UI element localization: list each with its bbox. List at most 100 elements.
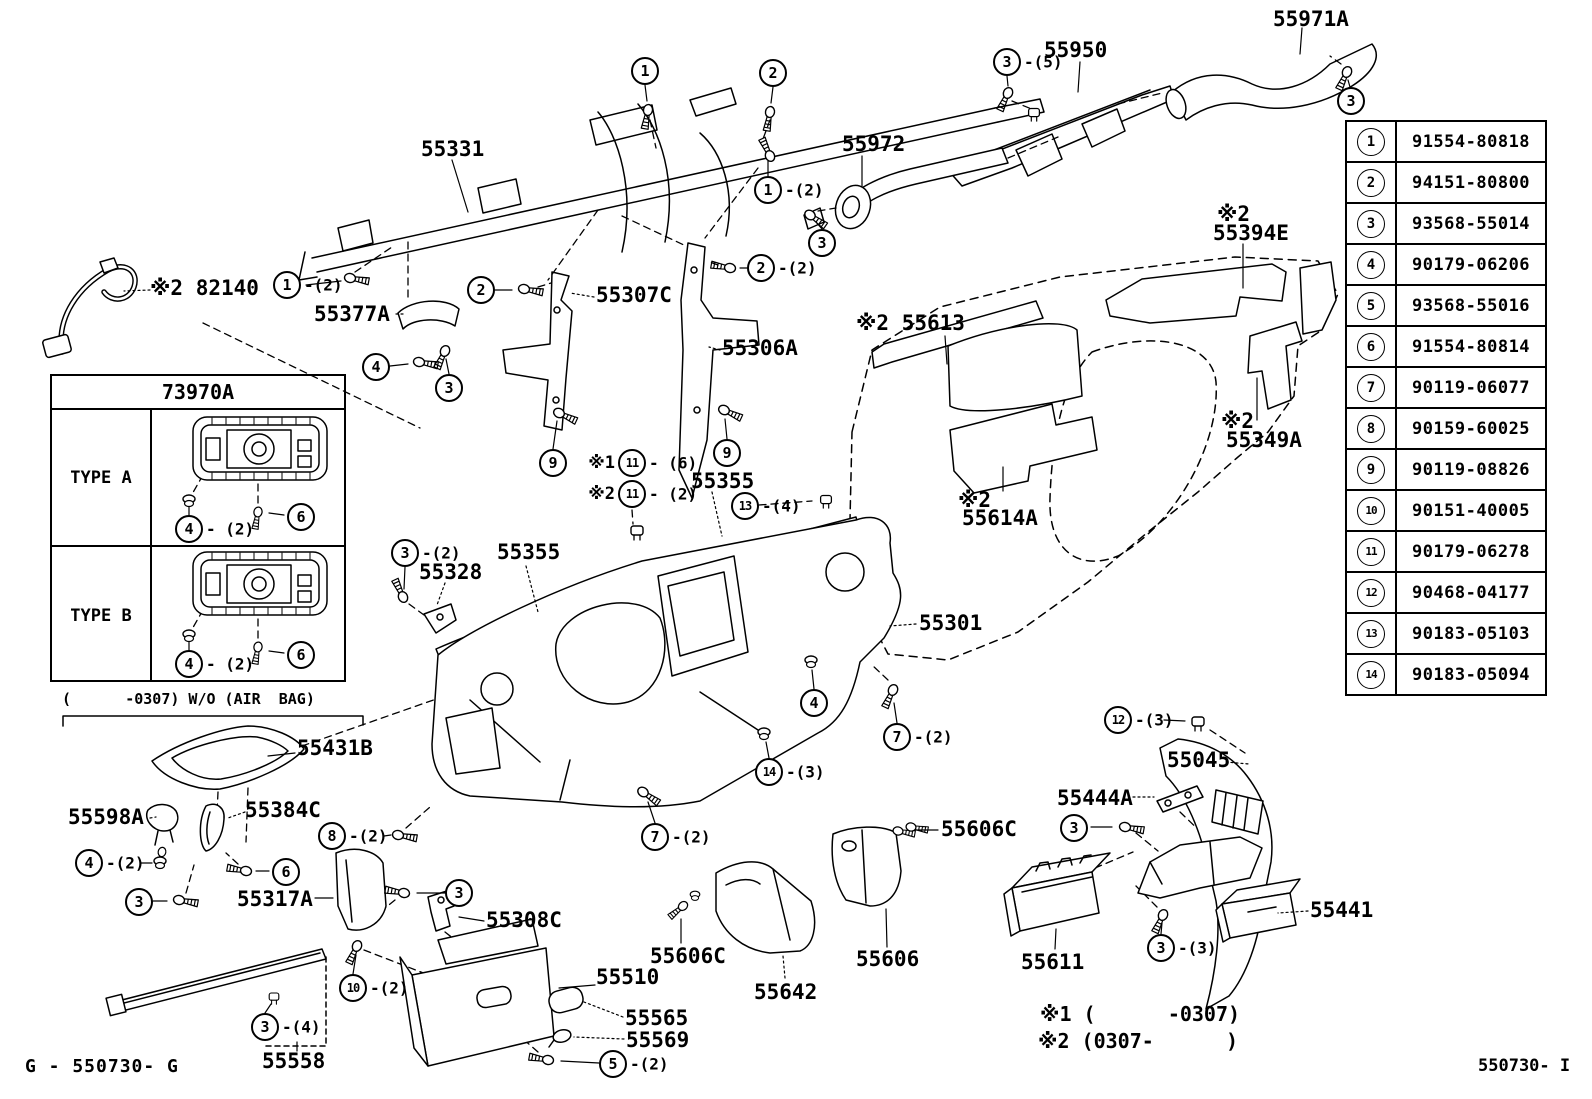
table-row: 6 91554-80814 [1345,325,1547,368]
fastener-callout: 4- (2) [175,515,254,543]
fastener-callout: 6 [287,641,315,669]
table-cell-number: 3 [1345,202,1397,245]
callout-prefix: ※1 [588,453,615,473]
table-cell-part-number: 90119-06077 [1395,366,1547,409]
callout-quantity: -(2) [630,1054,669,1074]
table-cell-part-number: 90151-40005 [1395,489,1547,532]
table-cell-number: 10 [1345,489,1397,532]
note-period-2: ※2 (0307- ) [1038,1029,1239,1053]
table-cell-part-number: 90183-05094 [1395,653,1547,696]
callout-circle: 5 [599,1050,627,1078]
table-cell-part-number: 91554-80818 [1395,120,1547,163]
table-circle-number: 8 [1357,414,1385,443]
fastener-callout: 7-(2) [641,823,711,851]
part-label: 55441 [1310,898,1374,922]
callout-circle: 3 [993,48,1021,76]
callout-circle: 1 [631,57,659,85]
callout-circle: 10 [339,974,367,1002]
table-cell-part-number: 90159-60025 [1395,407,1547,450]
table-cell-number: 14 [1345,653,1397,696]
table-cell-part-number: 91554-80814 [1395,325,1547,368]
part-label: ※2 [1221,409,1255,433]
callout-circle: 1 [754,176,782,204]
fastener-callout: 3 [435,374,463,402]
callout-circle: 3 [391,539,419,567]
part-label: 55331 [421,137,485,161]
callout-circle: 4 [175,650,203,678]
callout-quantity: -(2) [778,258,817,278]
callout-circle: 13 [731,492,759,520]
callout-quantity: -(4) [282,1017,321,1037]
table-circle-number: 14 [1357,660,1385,689]
fastener-callout: 3 [1337,87,1365,115]
airbag-type-box: 73970A TYPE A TYPE B [50,374,346,682]
part-label: 55606C [650,944,726,968]
callout-quantity: -(2) [370,978,409,998]
figure-code-left: G - 550730- G [25,1056,179,1077]
callout-circle: 4 [75,849,103,877]
fastener-callout: 1 [631,57,659,85]
callout-quantity: -(2) [304,275,343,295]
part-label: ※2 [958,488,992,512]
part-label: 55355 [691,469,755,493]
table-cell-number: 11 [1345,530,1397,573]
fastener-callout: 13-(4) [731,492,801,520]
callout-circle: 3 [808,229,836,257]
table-cell-number: 12 [1345,571,1397,614]
callout-quantity: -(2) [349,826,388,846]
fastener-callout: 3-(5) [993,48,1063,76]
fastener-callout: 7-(2) [883,723,953,751]
part-label: 55950 [1044,38,1108,62]
table-circle-number: 13 [1357,619,1385,648]
fastener-callout: 6 [287,503,315,531]
fastener-callout: 1-(2) [273,271,343,299]
callout-quantity: - (2) [206,519,255,539]
table-cell-number: 4 [1345,243,1397,286]
type-box-column-divider [150,408,152,680]
table-row: 8 90159-60025 [1345,407,1547,450]
callout-quantity: -(2) [672,827,711,847]
table-cell-part-number: 90179-06278 [1395,530,1547,573]
table-circle-number: 2 [1357,168,1385,197]
fastener-callout: 3-(3) [1147,934,1217,962]
callout-circle: 7 [641,823,669,851]
part-label: 55642 [754,980,818,1004]
table-cell-number: 1 [1345,120,1397,163]
table-cell-number: 2 [1345,161,1397,204]
part-label: ※2 82140 [150,276,259,300]
type-a-label: TYPE A [70,468,132,488]
callout-circle: 9 [539,449,567,477]
callout-quantity: -(3) [1178,938,1217,958]
fastener-callout: 11※1- (6) [588,449,697,477]
callout-quantity: -(5) [1024,52,1063,72]
part-label: 55444A [1057,786,1133,810]
table-cell-number: 8 [1345,407,1397,450]
part-label: 55611 [1021,950,1085,974]
callout-circle: 2 [467,276,495,304]
table-row: 14 90183-05094 [1345,653,1547,696]
part-label: 55972 [842,132,906,156]
callout-circle: 6 [287,641,315,669]
fastener-callout: 8-(2) [318,822,388,850]
fastener-callout: 4 [800,689,828,717]
part-label: 55301 [919,611,983,635]
callout-circle: 9 [713,439,741,467]
table-circle-number: 6 [1357,332,1385,361]
fastener-callout: 3 [1060,814,1088,842]
type-b-label: TYPE B [70,606,132,626]
part-label: ※2 [1217,202,1251,226]
part-label: 55308C [486,908,562,932]
table-circle-number: 5 [1357,291,1385,320]
part-label: 55384C [245,798,321,822]
table-cell-number: 6 [1345,325,1397,368]
part-label: 55317A [237,887,313,911]
